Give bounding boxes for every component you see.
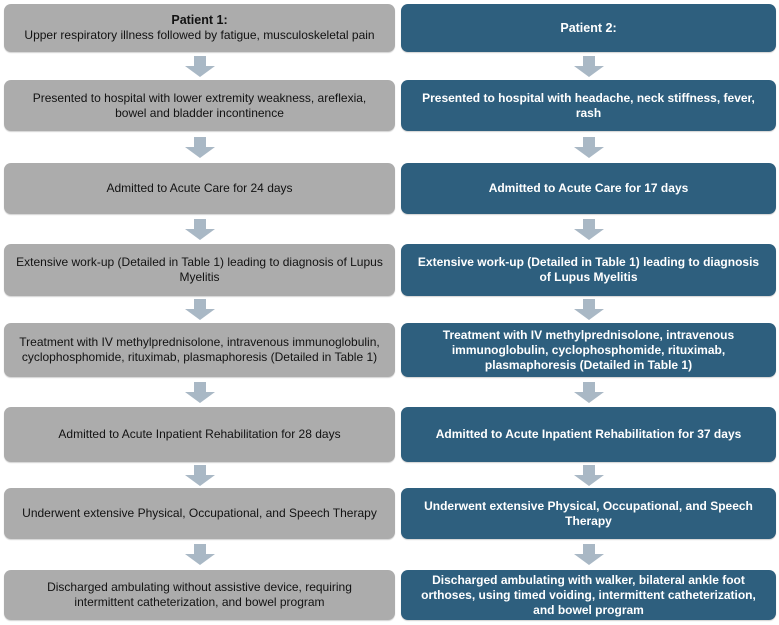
p2-title: Patient 2: — [560, 20, 617, 35]
down-arrow-icon — [184, 136, 215, 158]
down-arrow-icon — [573, 381, 604, 403]
p1-box-onset: Patient 1: Upper respiratory illness fol… — [4, 4, 395, 52]
p2-arrow-4 — [401, 296, 776, 323]
p2-box-discharge: Discharged ambulating with walker, bilat… — [401, 570, 776, 620]
down-arrow-icon — [573, 218, 604, 240]
p1-arrow-4 — [4, 296, 395, 323]
p1-box-rehab: Admitted to Acute Inpatient Rehabilitati… — [4, 407, 395, 462]
p2-box-presentation: Presented to hospital with headache, nec… — [401, 80, 776, 131]
down-arrow-icon — [184, 218, 215, 240]
down-arrow-icon — [573, 136, 604, 158]
p1-arrow-1 — [4, 52, 395, 80]
p2-arrow-5 — [401, 377, 776, 407]
p1-title: Patient 1: — [171, 13, 228, 27]
p2-arrow-7 — [401, 539, 776, 570]
flowchart-grid: Patient 1: Upper respiratory illness fol… — [4, 4, 776, 620]
p1-box-treatment: Treatment with IV methylprednisolone, in… — [4, 323, 395, 377]
p2-arrow-3 — [401, 214, 776, 244]
p2-box-header: Patient 2: — [401, 4, 776, 52]
down-arrow-icon — [184, 299, 215, 320]
p1-arrow-2 — [4, 131, 395, 163]
p2-box-rehab: Admitted to Acute Inpatient Rehabilitati… — [401, 407, 776, 462]
down-arrow-icon — [573, 55, 604, 77]
p2-box-acute-care: Admitted to Acute Care for 17 days — [401, 163, 776, 214]
p1-box-acute-care: Admitted to Acute Care for 24 days — [4, 163, 395, 214]
down-arrow-icon — [573, 299, 604, 320]
down-arrow-icon — [184, 464, 215, 486]
p1-box-discharge: Discharged ambulating without assistive … — [4, 570, 395, 620]
p1-arrow-5 — [4, 377, 395, 407]
p2-arrow-6 — [401, 462, 776, 488]
down-arrow-icon — [573, 464, 604, 486]
p2-box-therapy: Underwent extensive Physical, Occupation… — [401, 488, 776, 539]
p1-onset-text: Upper respiratory illness followed by fa… — [24, 28, 375, 42]
down-arrow-icon — [184, 381, 215, 403]
p2-box-treatment: Treatment with IV methylprednisolone, in… — [401, 323, 776, 377]
p1-arrow-6 — [4, 462, 395, 488]
p1-box-therapy: Underwent extensive Physical, Occupation… — [4, 488, 395, 539]
p2-box-workup: Extensive work-up (Detailed in Table 1) … — [401, 244, 776, 296]
p1-arrow-7 — [4, 539, 395, 570]
p1-box-presentation: Presented to hospital with lower extremi… — [4, 80, 395, 131]
p2-arrow-2 — [401, 131, 776, 163]
down-arrow-icon — [573, 544, 604, 565]
down-arrow-icon — [184, 544, 215, 565]
p2-arrow-1 — [401, 52, 776, 80]
p1-arrow-3 — [4, 214, 395, 244]
p1-box-workup: Extensive work-up (Detailed in Table 1) … — [4, 244, 395, 296]
down-arrow-icon — [184, 55, 215, 77]
